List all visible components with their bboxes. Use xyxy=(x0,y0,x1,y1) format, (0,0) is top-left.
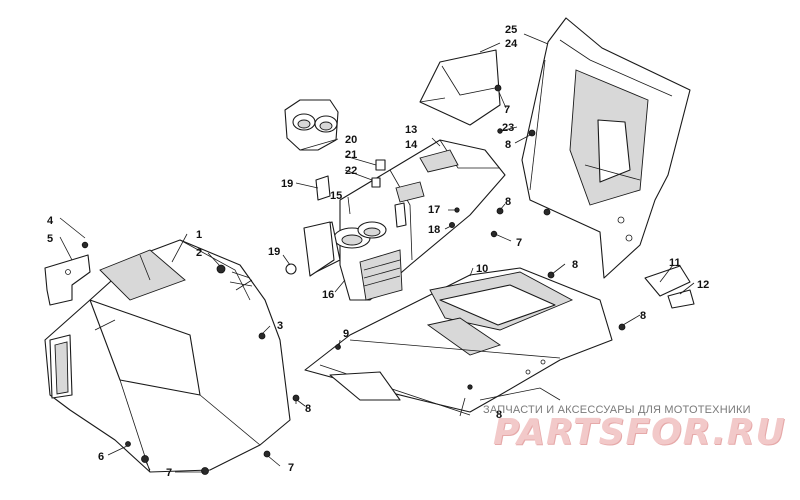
callout-23: 23 xyxy=(502,122,514,134)
fasteners xyxy=(81,84,626,475)
center-console xyxy=(307,139,506,301)
callout-5: 5 xyxy=(47,233,53,245)
callout-16: 16 xyxy=(322,289,334,301)
callout-8-8: 8 xyxy=(496,409,502,421)
callout-14: 14 xyxy=(405,139,418,151)
callout-22: 22 xyxy=(345,165,357,177)
callout-7c: 7 xyxy=(504,104,510,116)
watermark-logo: PARTSFOR.RU xyxy=(493,412,786,453)
floor-pan xyxy=(304,267,613,416)
callout-8e: 8 xyxy=(640,310,646,322)
callout-7d: 7 xyxy=(516,237,522,249)
front-panel xyxy=(44,239,291,473)
callout-7b: 7 xyxy=(288,462,294,474)
side-bracket xyxy=(303,221,335,277)
callout-8a: 8 xyxy=(305,403,311,415)
callout-19b: 19 xyxy=(268,246,280,258)
leader-lines xyxy=(59,33,695,473)
bracket-5 xyxy=(44,254,91,306)
callout-17: 17 xyxy=(428,204,440,216)
callout-12: 12 xyxy=(697,279,709,291)
callout-7a: 7 xyxy=(166,467,172,479)
storage-lid xyxy=(419,49,501,126)
callout-8d: 8 xyxy=(572,259,578,271)
callout-21: 21 xyxy=(345,149,357,161)
callout-25: 25 xyxy=(505,24,517,36)
callout-labels: 1 2 3 4 5 6 7 7 7 7 8 8 8 8 8 8 9 10 11 … xyxy=(47,24,709,479)
callout-8b: 8 xyxy=(505,139,511,151)
callout-3: 3 xyxy=(277,320,283,332)
callout-11: 11 xyxy=(669,257,681,269)
callout-19a: 19 xyxy=(281,178,293,190)
callout-8c: 8 xyxy=(505,196,511,208)
callout-6: 6 xyxy=(98,451,104,463)
rear-panel xyxy=(521,17,691,279)
watermark-tagline: ЗАПЧАСТИ И АКСЕССУАРЫ ДЛЯ МОТОТЕХНИКИ xyxy=(483,404,751,416)
callout-15: 15 xyxy=(330,190,342,202)
callout-9: 9 xyxy=(343,328,349,340)
callout-24: 24 xyxy=(505,38,518,50)
bracket-11 xyxy=(644,265,695,309)
callout-20: 20 xyxy=(345,134,357,146)
callout-13: 13 xyxy=(405,124,417,136)
callout-2: 2 xyxy=(196,247,202,259)
callout-18: 18 xyxy=(428,224,440,236)
callout-4: 4 xyxy=(47,215,54,227)
callout-10: 10 xyxy=(476,263,488,275)
cup-holder-insert xyxy=(284,99,339,151)
callout-1: 1 xyxy=(196,229,202,241)
